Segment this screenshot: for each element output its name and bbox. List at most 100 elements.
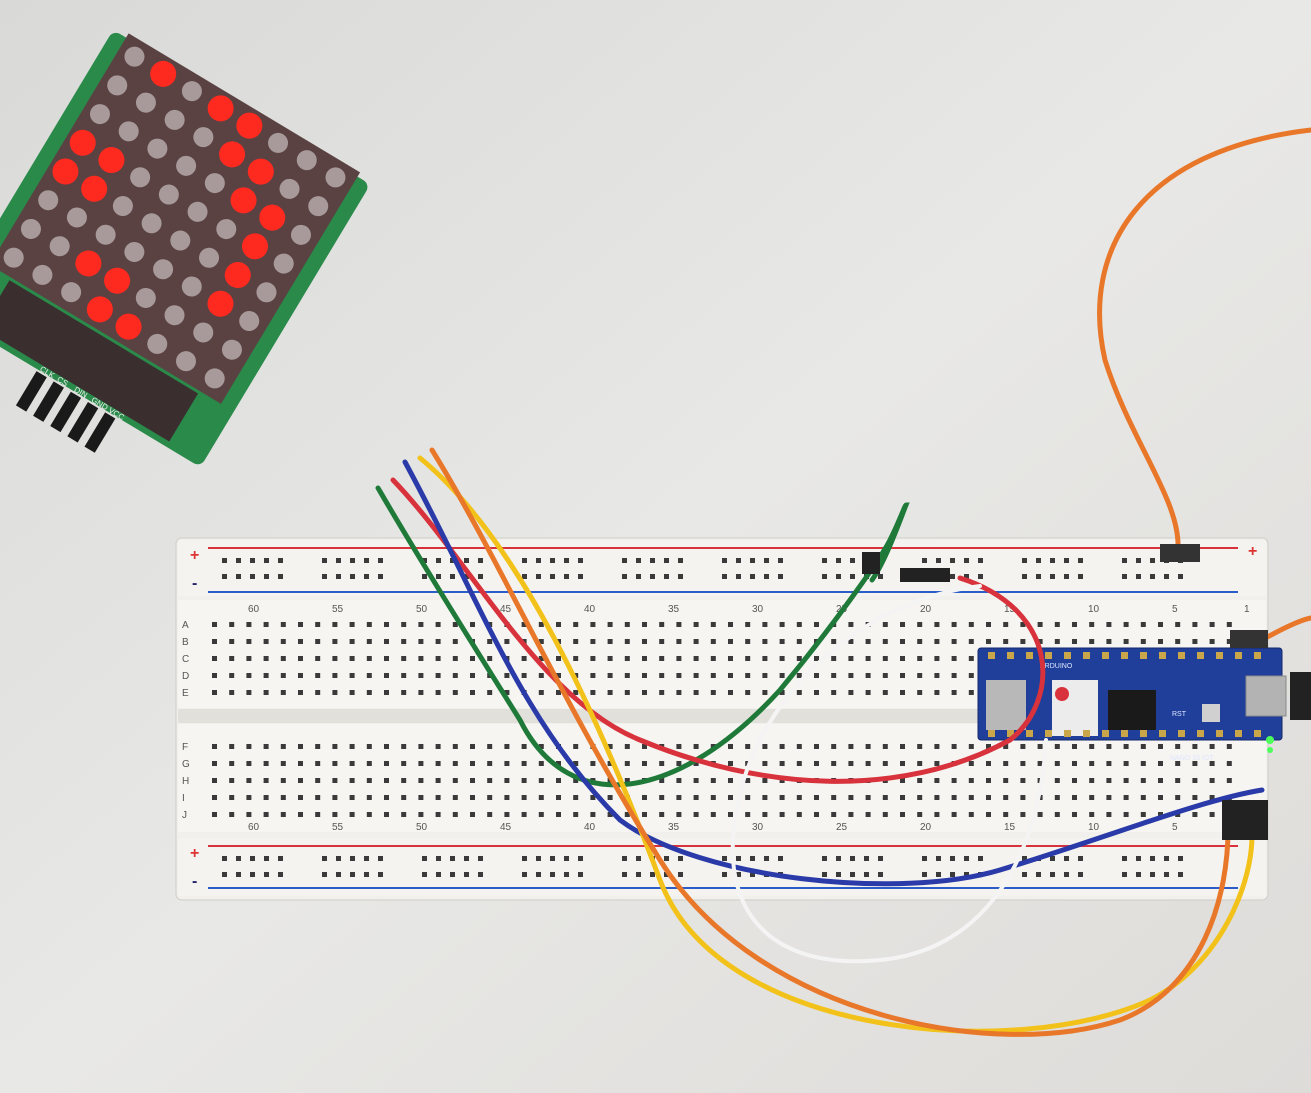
breadboard-hole: [538, 778, 544, 783]
breadboard-hole: [418, 639, 424, 644]
column-number: 30: [752, 822, 764, 833]
breadboard-hole: [762, 778, 768, 783]
breadboard-hole: [366, 639, 372, 644]
breadboard-hole: [850, 856, 855, 861]
breadboard-hole: [650, 574, 655, 579]
breadboard-hole: [504, 639, 510, 644]
breadboard-hole: [1072, 639, 1077, 644]
column-number: 25: [836, 822, 848, 833]
breadboard-hole: [814, 795, 819, 800]
breadboard-hole: [401, 622, 407, 627]
led-dot: [158, 184, 179, 205]
column-number: 40: [584, 604, 596, 615]
breadboard-hole: [212, 761, 217, 766]
led-dot: [95, 224, 116, 245]
led-dot: [89, 104, 110, 125]
breadboard-hole: [280, 639, 286, 644]
breadboard-hole: [1136, 856, 1141, 861]
breadboard-hole: [1123, 795, 1129, 800]
breadboard-hole: [831, 812, 837, 817]
breadboard-hole: [590, 690, 596, 695]
breadboard-hole: [349, 639, 355, 644]
breadboard-hole: [452, 761, 458, 766]
yellow-wire: [417, 455, 1255, 1034]
breadboard-hole: [693, 812, 699, 817]
breadboard-hole: [1072, 778, 1077, 783]
breadboard-hole: [650, 558, 655, 563]
white-wire: [730, 584, 1048, 964]
led-dot: [118, 121, 139, 142]
breadboard-hole: [349, 812, 355, 817]
column-number: 55: [332, 822, 344, 833]
breadboard-hole: [642, 656, 647, 661]
breadboard-hole: [934, 795, 940, 800]
breadboard-hole: [779, 690, 785, 695]
breadboard-hole: [1122, 872, 1127, 877]
board-pin: [1140, 730, 1147, 737]
breadboard-hole: [950, 574, 955, 579]
breadboard-hole: [659, 673, 665, 678]
breadboard-hole: [435, 778, 441, 783]
breadboard-hole: [538, 656, 544, 661]
breadboard-hole: [264, 574, 269, 579]
breadboard-hole: [550, 574, 555, 579]
row-letter: J: [182, 810, 187, 821]
breadboard-hole: [762, 812, 768, 817]
row-letter: A: [182, 620, 189, 631]
breadboard-hole: [452, 690, 458, 695]
breadboard-hole: [693, 795, 699, 800]
breadboard-hole: [364, 558, 369, 563]
breadboard-hole: [678, 856, 683, 861]
breadboard-hole: [263, 778, 269, 783]
breadboard-hole: [745, 690, 751, 695]
breadboard-hole: [900, 656, 905, 661]
breadboard-hole: [436, 872, 441, 877]
breadboard-hole: [487, 761, 493, 766]
breadboard-hole: [298, 744, 303, 749]
breadboard-hole: [280, 761, 286, 766]
reset-button[interactable]: [1202, 704, 1220, 722]
breadboard-hole: [1037, 761, 1043, 766]
breadboard-hole: [229, 795, 235, 800]
breadboard-hole: [710, 656, 716, 661]
breadboard-hole: [968, 744, 974, 749]
led-dot: [141, 213, 162, 234]
breadboard-hole: [607, 761, 613, 766]
breadboard-hole: [349, 761, 355, 766]
breadboard-hole: [1122, 574, 1127, 579]
breadboard-hole: [636, 872, 641, 877]
wifi-module-shield: [986, 680, 1026, 730]
breadboard-hole: [710, 812, 716, 817]
breadboard-hole: [278, 856, 283, 861]
breadboard-hole: [229, 744, 235, 749]
breadboard-hole: [607, 673, 613, 678]
breadboard-hole: [452, 673, 458, 678]
breadboard-hole: [693, 622, 699, 627]
breadboard-hole: [779, 639, 785, 644]
board-pin: [1178, 652, 1185, 659]
breadboard-hole: [452, 795, 458, 800]
breadboard-hole: [1020, 812, 1026, 817]
breadboard-hole: [564, 872, 569, 877]
breadboard-hole: [1150, 558, 1155, 563]
breadboard-hole: [1054, 778, 1060, 783]
breadboard-hole: [366, 795, 372, 800]
row-letter: D: [182, 671, 189, 682]
breadboard-hole: [364, 574, 369, 579]
row-letter: B: [182, 637, 189, 648]
breadboard-hole: [263, 744, 269, 749]
breadboard-hole: [349, 673, 355, 678]
breadboard-hole: [1003, 812, 1009, 817]
breadboard-hole: [263, 639, 269, 644]
breadboard-hole: [452, 656, 458, 661]
breadboard-hole: [1178, 856, 1183, 861]
orange-power-wire: [1097, 127, 1311, 551]
breadboard-hole: [1209, 761, 1215, 766]
breadboard-hole: [418, 673, 424, 678]
breadboard-hole: [848, 812, 854, 817]
breadboard-hole: [464, 574, 469, 579]
breadboard-hole: [1054, 812, 1060, 817]
breadboard-hole: [450, 558, 455, 563]
breadboard-hole: [422, 558, 427, 563]
usb-port[interactable]: [1245, 675, 1287, 717]
